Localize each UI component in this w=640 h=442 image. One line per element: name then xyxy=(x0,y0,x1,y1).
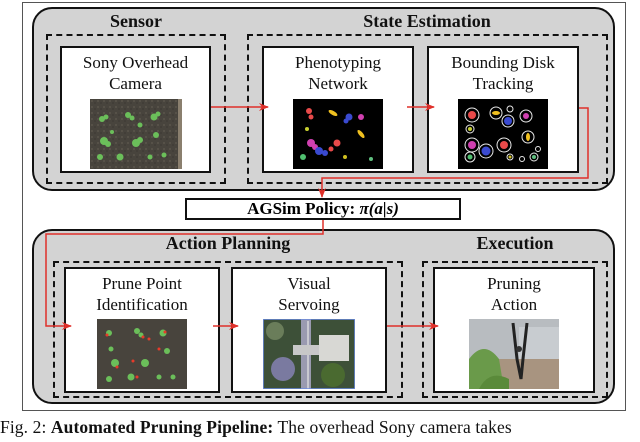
bounding-disk-image xyxy=(458,99,548,169)
camera-label-1: Sony Overhead xyxy=(82,53,189,72)
prune-point-label-1: Prune Point xyxy=(102,274,182,293)
camera-label-2: Camera xyxy=(109,74,162,93)
phenotyping-label-1: Phenotyping xyxy=(295,53,381,72)
policy-math: π(a|s) xyxy=(359,199,399,218)
caption-prefix: Fig. 2: xyxy=(0,417,51,437)
sensor-group xyxy=(46,34,226,184)
sensor-title: Sensor xyxy=(109,11,162,31)
pruning-action-label-2: Action xyxy=(490,295,538,314)
phenotyping-label-2: Network xyxy=(308,74,368,93)
visual-servoing-label-1: Visual xyxy=(287,274,331,293)
pruning-action-label-1: Pruning xyxy=(487,274,541,293)
camera-node: Sony Overhead Camera xyxy=(60,46,211,173)
segmentation-mask-image xyxy=(293,99,383,169)
execution-group xyxy=(422,261,608,398)
visual-servoing-node: Visual Servoing xyxy=(231,267,387,393)
tracking-label-1: Bounding Disk xyxy=(451,53,555,72)
state-estimation-title: State Estimation xyxy=(363,11,491,31)
caption-title: Automated Pruning Pipeline: xyxy=(50,417,274,437)
execution-title: Execution xyxy=(476,233,554,253)
policy-label: AGSim Policy: xyxy=(247,199,360,218)
tracking-label-2: Tracking xyxy=(472,74,534,93)
caption-text: The overhead Sony camera takes xyxy=(273,417,512,437)
overhead-camera-image xyxy=(89,99,182,169)
prune-point-image xyxy=(97,319,187,389)
pruning-action-node: Pruning Action xyxy=(433,267,595,393)
tracking-node: Bounding Disk Tracking xyxy=(427,46,579,173)
pruning-action-image xyxy=(469,319,559,389)
figure-caption: Fig. 2: Automated Pruning Pipeline: The … xyxy=(0,417,640,438)
action-planning-title: Action Planning xyxy=(165,233,291,253)
phenotyping-node: Phenotyping Network xyxy=(262,46,414,173)
visual-servoing-label-2: Servoing xyxy=(278,295,340,314)
visual-servoing-image xyxy=(263,319,355,389)
agsim-policy-node: AGSim Policy: π(a|s) xyxy=(185,198,461,220)
prune-point-label-2: Identification xyxy=(96,295,188,314)
prune-point-node: Prune Point Identification xyxy=(64,267,220,393)
